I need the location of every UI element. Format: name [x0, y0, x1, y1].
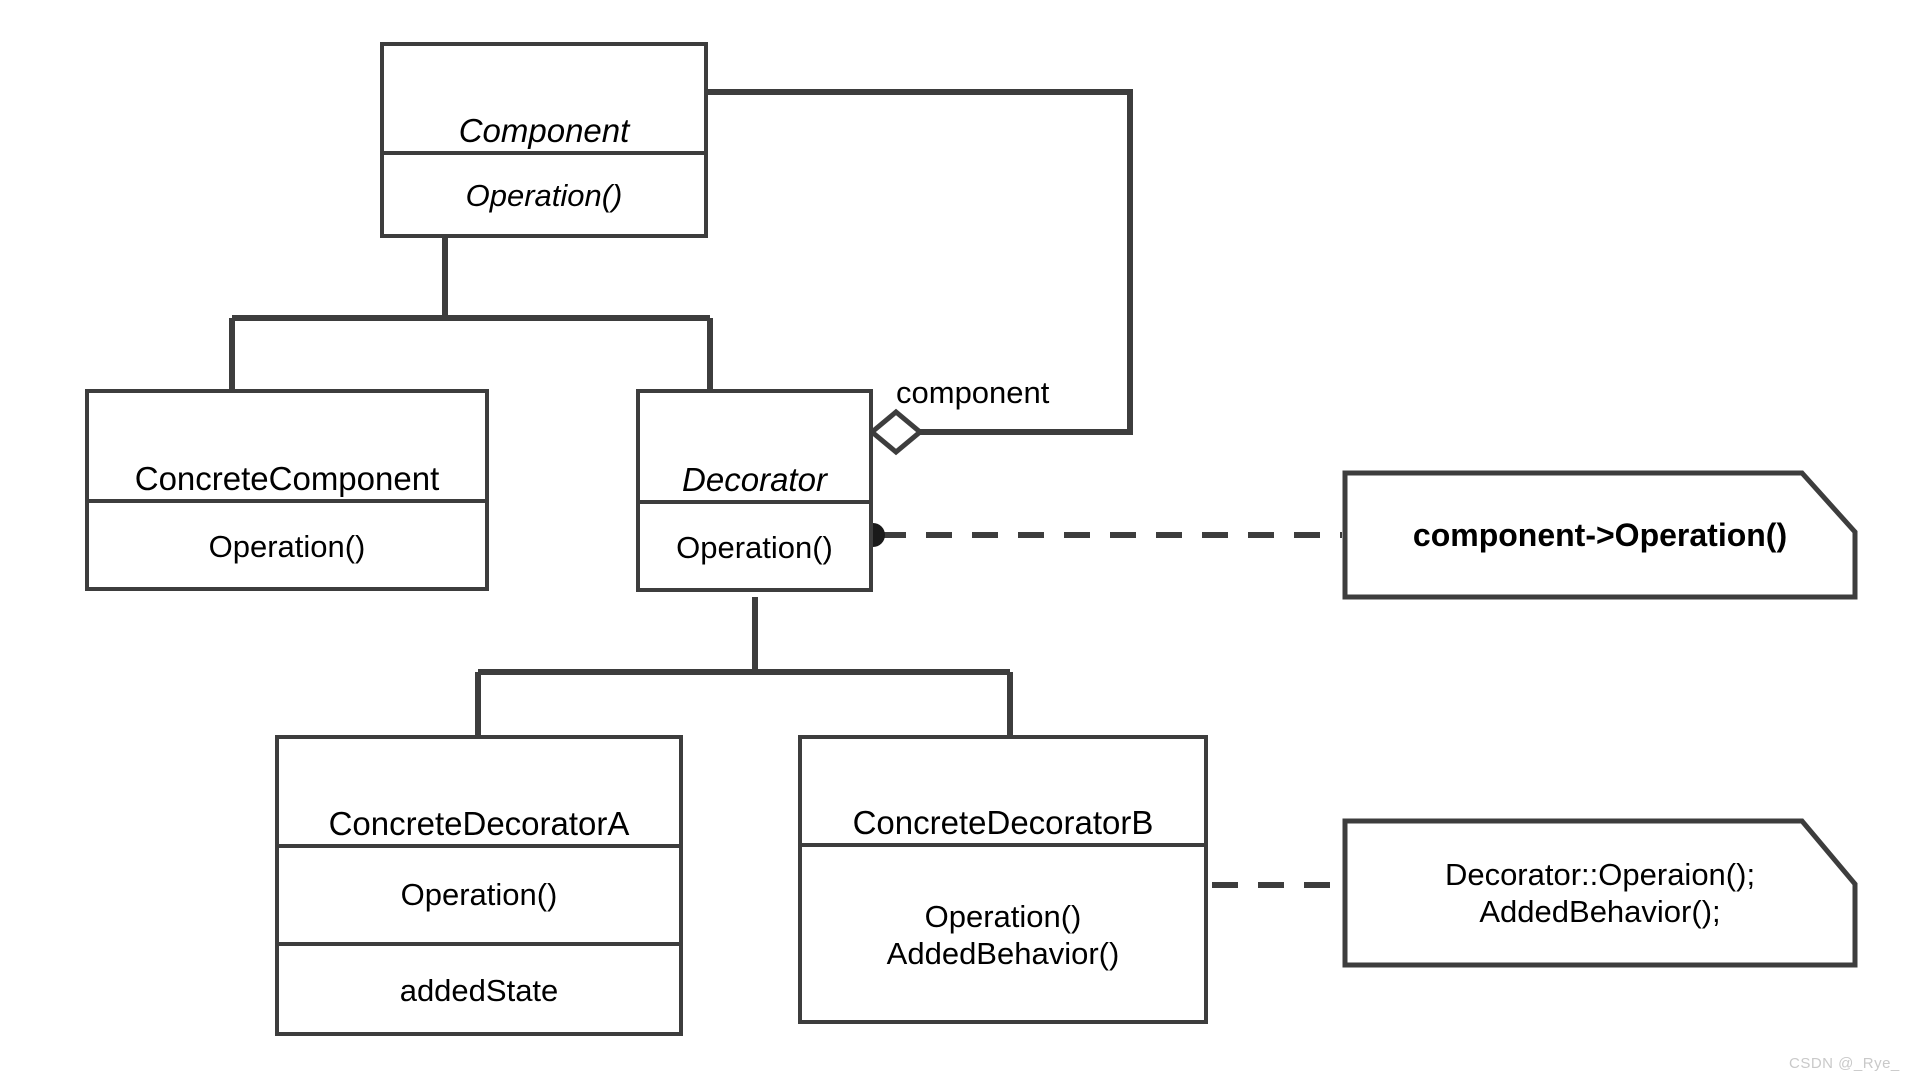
- class-name-label: ConcreteDecoratorA: [328, 805, 630, 843]
- aggregation-diamond-icon: [868, 408, 924, 456]
- class-name-label: Component: [458, 112, 630, 150]
- note-text: Decorator::Operaion(); AddedBehavior();: [1342, 818, 1858, 968]
- class-operations-compartment: Operation(): [640, 500, 869, 592]
- class-box-concrete-decorator-b[interactable]: ConcreteDecoratorB Operation() AddedBeha…: [798, 735, 1208, 1024]
- added-behavior-label: AddedBehavior(): [886, 935, 1120, 971]
- class-attributes-compartment: addedState: [279, 942, 679, 1036]
- class-operations-compartment: Operation() AddedBehavior(): [802, 843, 1204, 1024]
- note-decorator-b-operation[interactable]: Decorator::Operaion(); AddedBehavior();: [1342, 818, 1858, 968]
- watermark-label: CSDN @_Rye_: [1789, 1055, 1900, 1072]
- class-name-compartment: Component: [384, 46, 704, 151]
- note-text: component->Operation(): [1342, 470, 1858, 600]
- operation-label: Operation(): [676, 529, 833, 565]
- class-name-label: ConcreteDecoratorB: [852, 804, 1154, 842]
- generalization-decorator-children: [475, 597, 1013, 735]
- aggregation-role-label: component: [896, 375, 1050, 410]
- operation-label: Operation(): [400, 876, 558, 912]
- class-name-label: Decorator: [682, 461, 827, 499]
- operation-label: Operation(): [208, 528, 366, 564]
- class-box-concrete-component[interactable]: ConcreteComponent Operation(): [85, 389, 489, 591]
- class-name-compartment: ConcreteComponent: [89, 393, 485, 499]
- note-line: component->Operation(): [1412, 516, 1788, 553]
- class-operations-compartment: Operation(): [279, 844, 679, 942]
- class-box-component[interactable]: Component Operation(): [380, 42, 708, 238]
- generalization-component-children: [229, 195, 713, 392]
- note-line: AddedBehavior();: [1479, 894, 1721, 929]
- class-box-concrete-decorator-a[interactable]: ConcreteDecoratorA Operation() addedStat…: [275, 735, 683, 1036]
- note-line: Decorator::Operaion();: [1444, 856, 1756, 892]
- note-shape: [1342, 818, 1858, 968]
- note-link-decorator: [861, 523, 1342, 547]
- class-name-compartment: ConcreteDecoratorA: [279, 739, 679, 844]
- class-operations-compartment: Operation(): [89, 499, 485, 591]
- class-operations-compartment: Operation(): [384, 151, 704, 238]
- class-name-label: ConcreteComponent: [134, 460, 440, 498]
- attribute-label: addedState: [399, 972, 559, 1008]
- operation-label: Operation(): [924, 898, 1082, 934]
- class-name-compartment: ConcreteDecoratorB: [802, 739, 1204, 843]
- note-shape: [1342, 470, 1858, 600]
- note-decorator-operation[interactable]: component->Operation(): [1342, 470, 1858, 600]
- class-box-decorator[interactable]: Decorator Operation(): [636, 389, 873, 592]
- operation-label: Operation(): [465, 178, 623, 214]
- operation-list: Operation() AddedBehavior(): [887, 899, 1120, 972]
- class-name-compartment: Decorator: [640, 393, 869, 500]
